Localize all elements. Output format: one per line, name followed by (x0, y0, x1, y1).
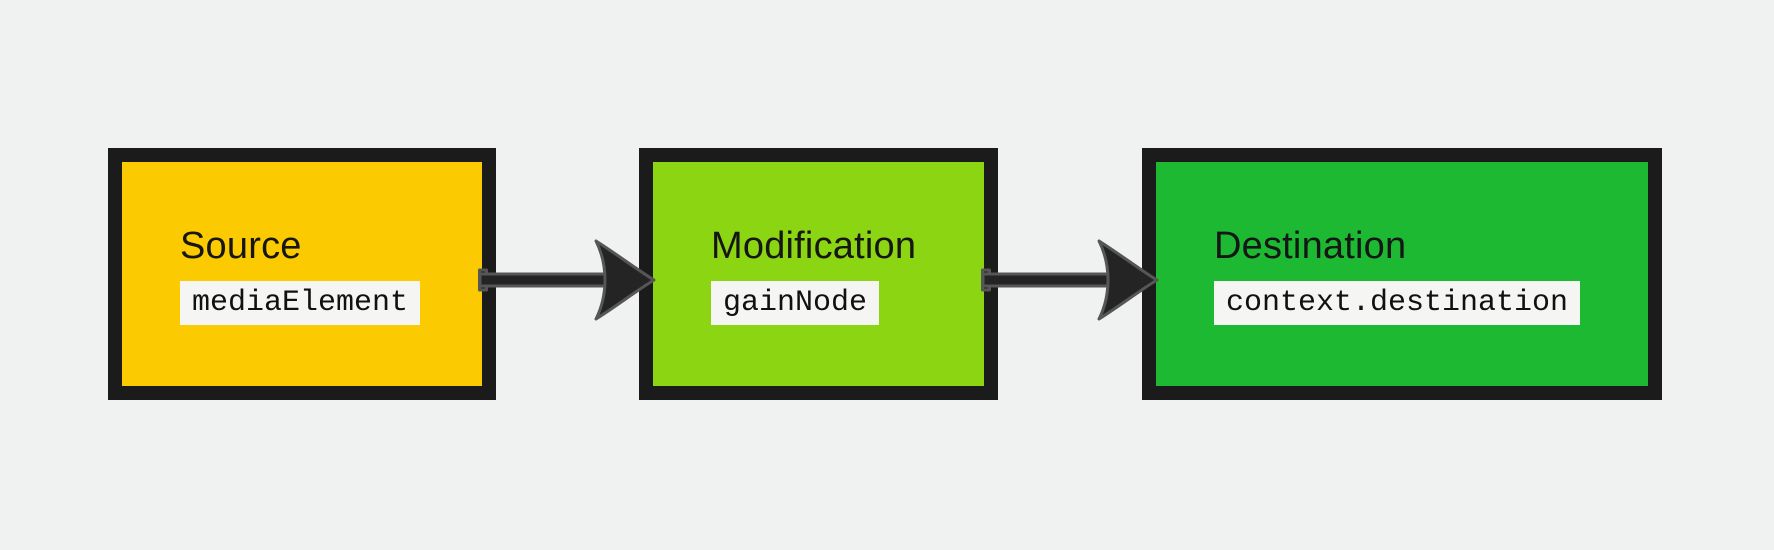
node-title: Modification (711, 225, 917, 267)
node-title: Destination (1214, 225, 1407, 267)
node-code-label: gainNode (711, 281, 880, 325)
node-code-label: mediaElement (180, 281, 421, 325)
node-title: Source (180, 225, 302, 267)
node-destination: Destination context.destination (1142, 148, 1662, 400)
flow-arrow-icon (981, 239, 1159, 321)
node-source: Source mediaElement (108, 148, 496, 400)
node-modification: Modification gainNode (639, 148, 998, 400)
flow-arrow-icon (478, 239, 656, 321)
node-code-label: context.destination (1214, 281, 1581, 325)
